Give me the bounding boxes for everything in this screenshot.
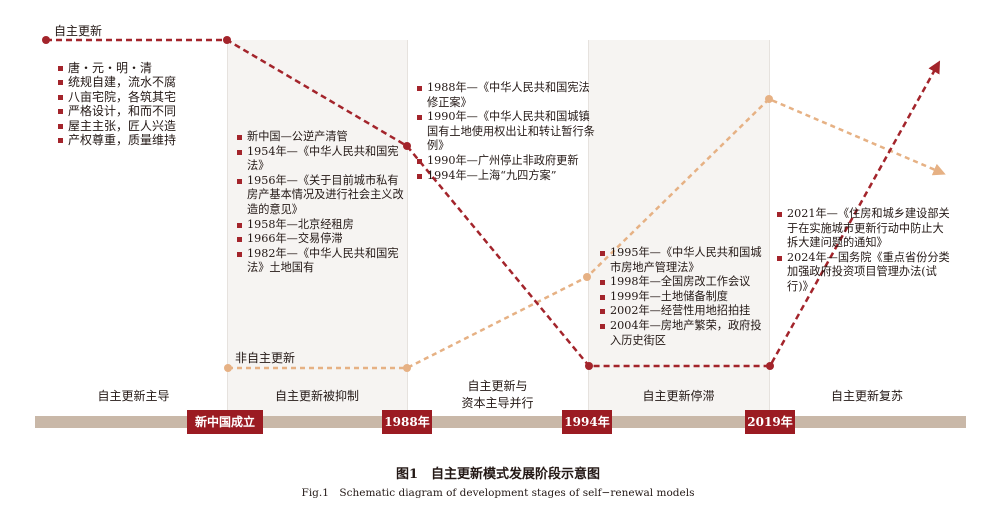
list-item: 产权尊重，质量维持: [57, 133, 227, 147]
list-item: 唐・元・明・清: [57, 61, 227, 75]
list-item: 新中国—公逆产清管: [236, 130, 408, 145]
self-point: [766, 362, 774, 370]
list-item: 2004年—房地产繁荣，政府投入历史街区: [599, 319, 771, 348]
self-renewal-line: [46, 38, 941, 368]
milestone-1994: 1994年: [562, 410, 612, 434]
list-item: 八亩宅院，各筑其宅: [57, 90, 227, 104]
self-point: [585, 362, 593, 370]
phase-panel-2: [227, 40, 407, 416]
non-self-point: [765, 95, 773, 103]
notes-reform-1988: 1988年—《中华人民共和国宪法修正案》 1990年—《中华人民共和国城镇国有土…: [416, 81, 596, 183]
list-item: 1954年—《中华人民共和国宪法》: [236, 145, 408, 174]
list-item: 严格设计，和而不同: [57, 104, 227, 118]
list-item: 1999年—土地储备制度: [599, 290, 771, 305]
self-point: [403, 142, 411, 150]
non-self-point: [583, 273, 591, 281]
phase-label-4: 自主更新停滞: [642, 389, 715, 403]
self-point: [42, 36, 50, 44]
phase-divider: [588, 40, 589, 416]
list-item: 1995年—《中华人民共和国城市房地产管理法》: [599, 246, 771, 275]
self-renewal-points: [42, 36, 774, 370]
non-self-renewal-label: 非自主更新: [235, 351, 296, 365]
list-item: 1988年—《中华人民共和国宪法修正案》: [416, 81, 596, 110]
list-item: 统规自建，流水不腐: [57, 75, 227, 89]
non-self-renewal-points: [224, 95, 773, 372]
list-item: 1990年—《中华人民共和国城镇国有土地使用权出让和转让暂行条例》: [416, 110, 596, 154]
phase-divider: [407, 40, 408, 416]
list-item: 1994年—上海“九四方案”: [416, 169, 596, 184]
list-item: 2002年—经营性用地招拍挂: [599, 304, 771, 319]
self-renewal-label: 自主更新: [54, 24, 103, 38]
figure-caption-en: Fig.1 Schematic diagram of development s…: [301, 487, 695, 499]
figure-caption-cn: 图1 自主更新模式发展阶段示意图: [395, 467, 601, 482]
list-item: 2024年—国务院《重点省份分类加强政府投资项目管理办法(试行)》: [776, 251, 954, 295]
phase-label-3: 自主更新与 资本主导并行: [461, 379, 534, 410]
list-item: 1966年—交易停滞: [236, 232, 408, 247]
phase-label-1: 自主更新主导: [97, 389, 170, 403]
notes-tang-to-qing: 唐・元・明・清 统规自建，流水不腐 八亩宅院，各筑其宅 严格设计，和而不同 屋主…: [57, 61, 227, 147]
phase-panel-3: [407, 40, 588, 416]
phase-panel-4: [588, 40, 769, 416]
list-item: 1990年—广州停止非政府更新: [416, 154, 596, 169]
milestone-new-china: 新中国成立: [187, 410, 263, 434]
list-item: 1998年—全国房改工作会议: [599, 275, 771, 290]
list-item: 2021年—《住房和城乡建设部关于在实施城市更新行动中防止大拆大建问题的通知》: [776, 207, 954, 251]
milestone-2019: 2019年: [745, 410, 795, 434]
list-item: 屋主主张，匠人兴造: [57, 119, 227, 133]
non-self-point: [224, 364, 232, 372]
self-point: [223, 36, 231, 44]
notes-new-china: 新中国—公逆产清管 1954年—《中华人民共和国宪法》 1956年—《关于目前城…: [236, 130, 408, 276]
phase-panel-5: [769, 40, 965, 416]
list-item: 1956年—《关于目前城市私有房产基本情况及进行社会主义改造的意见》: [236, 174, 408, 218]
milestone-1988: 1988年: [382, 410, 432, 434]
notes-revival-2021: 2021年—《住房和城乡建设部关于在实施城市更新行动中防止大拆大建问题的通知》 …: [776, 207, 954, 295]
non-self-point: [403, 364, 411, 372]
phase-label-2: 自主更新被抑制: [274, 389, 359, 403]
list-item: 1982年—《中华人民共和国宪法》土地国有: [236, 247, 408, 276]
notes-market-1995: 1995年—《中华人民共和国城市房地产管理法》 1998年—全国房改工作会议 1…: [599, 246, 771, 348]
list-item: 1958年—北京经租房: [236, 218, 408, 233]
timeline-bar: [35, 416, 966, 428]
phase-divider: [769, 40, 770, 416]
phase-divider: [227, 40, 228, 416]
phase-panel-1: [40, 40, 227, 416]
phase-label-5: 自主更新复苏: [830, 389, 903, 403]
